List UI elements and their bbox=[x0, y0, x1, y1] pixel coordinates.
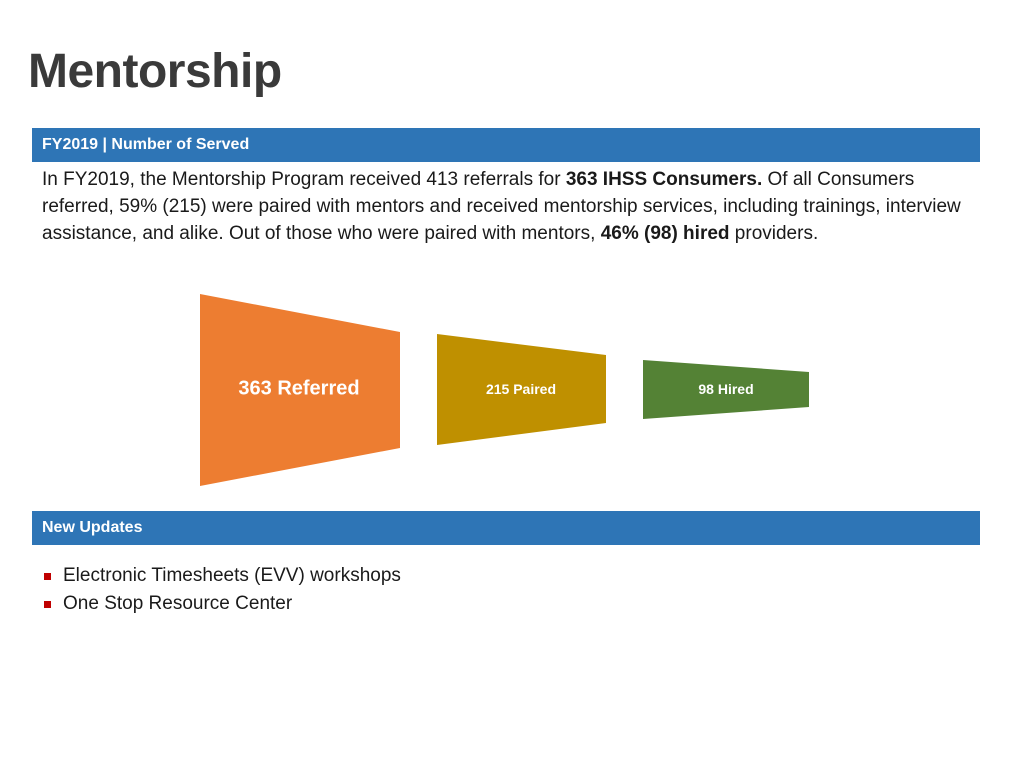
summary-text-2: Of all Consumers referred, 59% (215) wer… bbox=[42, 169, 961, 244]
section-header-updates-label: New Updates bbox=[42, 519, 143, 536]
section-header-served-label: FY2019 | Number of Served bbox=[42, 136, 250, 153]
list-item: One Stop Resource Center bbox=[42, 590, 401, 618]
funnel-label-referred: 363 Referred bbox=[238, 377, 360, 400]
list-item-label: One Stop Resource Center bbox=[63, 593, 293, 614]
summary-bold-consumers: 363 IHSS Consumers. bbox=[565, 169, 763, 190]
summary-bold-hired: 46% (98) hired bbox=[600, 223, 730, 244]
list-item-label: Electronic Timesheets (EVV) workshops bbox=[63, 565, 401, 586]
summary-paragraph: In FY2019, the Mentorship Program receiv… bbox=[42, 166, 977, 247]
updates-list: Electronic Timesheets (EVV) workshops On… bbox=[42, 562, 401, 618]
summary-text-3: providers. bbox=[729, 223, 819, 244]
funnel-stage-referred bbox=[200, 294, 400, 486]
funnel-label-paired: 215 Paired bbox=[485, 381, 557, 397]
square-bullet-icon bbox=[44, 572, 51, 580]
funnel-label-hired: 98 Hired bbox=[698, 381, 754, 397]
section-header-served: FY2019 | Number of Served bbox=[32, 128, 980, 162]
funnel-stage-paired bbox=[437, 334, 606, 445]
list-item: Electronic Timesheets (EVV) workshops bbox=[42, 562, 401, 590]
square-bullet-icon bbox=[44, 600, 51, 608]
page-title: Mentorship bbox=[28, 45, 282, 98]
summary-text-1: In FY2019, the Mentorship Program receiv… bbox=[42, 169, 566, 190]
funnel-stage-hired bbox=[643, 360, 809, 419]
section-header-updates: New Updates bbox=[32, 511, 980, 545]
